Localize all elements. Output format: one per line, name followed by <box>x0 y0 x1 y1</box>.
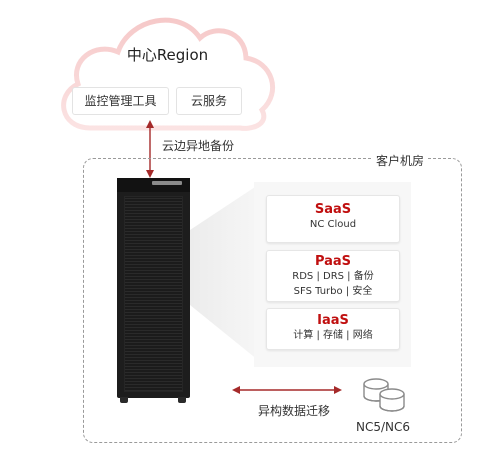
iaas-title: IaaS <box>317 313 349 328</box>
migration-label: 异构数据迁移 <box>258 404 331 418</box>
projection-beam <box>190 185 258 360</box>
paas-layer: PaaS RDS | DRS | 备份 SFS Turbo | 安全 <box>266 250 400 302</box>
paas-line: RDS | DRS | 备份 <box>292 271 374 282</box>
room-title: 客户机房 <box>372 152 429 169</box>
backup-arrow <box>146 120 154 178</box>
cabinet-door-mesh <box>124 196 183 392</box>
cabinet-foot <box>120 397 128 403</box>
cloud-title: 中心Region <box>126 46 209 64</box>
cabinet-foot <box>178 397 186 403</box>
cloud-services-box: 云服务 <box>176 87 242 115</box>
saas-line: NC Cloud <box>309 219 357 230</box>
saas-title: SaaS <box>314 202 352 217</box>
iaas-line: 计算 | 存储 | 网络 <box>293 330 373 341</box>
database-label: NC5/NC6 <box>356 420 411 434</box>
database-icon <box>363 378 405 412</box>
saas-layer: SaaS NC Cloud <box>266 195 400 243</box>
customer-room <box>83 158 462 443</box>
migration-arrow <box>232 386 342 394</box>
monitoring-tools-box: 监控管理工具 <box>72 87 169 115</box>
backup-label: 云边异地备份 <box>162 139 235 153</box>
cabinet-logo-icon <box>152 181 182 185</box>
paas-title: PaaS <box>314 254 352 269</box>
iaas-layer: IaaS 计算 | 存储 | 网络 <box>266 308 400 350</box>
paas-line: SFS Turbo | 安全 <box>293 286 373 297</box>
